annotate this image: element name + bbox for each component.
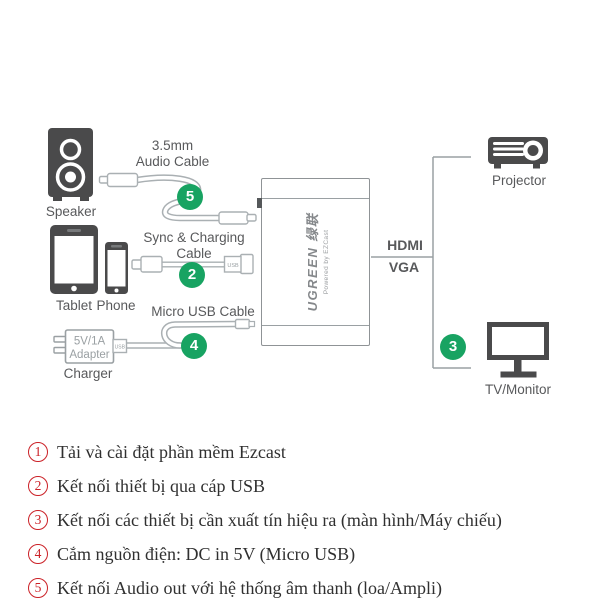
powered-by-text: Powered by EZCast [323, 229, 330, 295]
step-item-5: 5 Kết nối Audio out với hệ thống âm than… [28, 571, 592, 600]
step-text: Cắm nguồn điện: DC in 5V (Micro USB) [57, 543, 356, 564]
step-item-4: 4 Cắm nguồn điện: DC in 5V (Micro USB) [28, 537, 592, 571]
projector-label: Projector [491, 173, 547, 188]
projector-icon [488, 137, 548, 169]
badge-step-2-sync: 2 [179, 262, 205, 288]
audio-cable-label: 3.5mm Audio Cable [115, 138, 230, 170]
ugreen-logo-text: UGREEN 绿联 [305, 212, 320, 312]
sync-cable-label-line2: Cable [176, 246, 212, 261]
instruction-list: 1 Tải và cài đặt phần mềm Ezcast 2 Kết n… [28, 435, 592, 600]
ezcast-device-box [257, 178, 370, 346]
speaker-icon [48, 128, 93, 201]
phone-label: Phone [96, 298, 136, 313]
step-number-badge: 2 [28, 476, 48, 496]
output-bracket-lines [371, 156, 471, 369]
device-side-switch [257, 198, 262, 208]
adapter-label-line1: 5V/1A [74, 336, 106, 348]
step-number-badge: 1 [28, 442, 48, 462]
step-number-badge: 4 [28, 544, 48, 564]
step-text: Kết nối Audio out với hệ thống âm thanh … [57, 577, 442, 598]
charger-adapter-icon: 5V/1A Adapter USB [53, 329, 128, 364]
step-item-2: 2 Kết nối thiết bị qua cáp USB [28, 469, 592, 503]
step-number-badge: 3 [28, 510, 48, 530]
hdmi-label: HDMI [387, 237, 423, 253]
sync-cable-label: Sync & Charging Cable [133, 230, 255, 262]
audio-cable-label-line1: 3.5mm [151, 138, 194, 153]
audio-cable-label-line2: Audio Cable [135, 154, 210, 169]
vga-label: VGA [388, 259, 420, 275]
charger-label: Charger [63, 366, 113, 381]
step-number-badge: 5 [28, 578, 48, 598]
step-text: Kết nối các thiết bị cần xuất tín hiệu r… [57, 509, 502, 530]
device-top-band-line [262, 198, 369, 199]
adapter-label-line2: Adapter [69, 349, 109, 361]
tv-monitor-icon [487, 322, 549, 378]
device-bottom-band-line [262, 325, 369, 326]
sync-cable-label-line1: Sync & Charging [143, 230, 245, 245]
tablet-label: Tablet [55, 298, 93, 313]
sync-charging-cable-graphic: USB [131, 253, 254, 275]
micro-usb-cable-label: Micro USB Cable [151, 304, 255, 319]
adapter-usb-port-label: USB [115, 345, 126, 351]
step-text: Tải và cài đặt phần mềm Ezcast [57, 441, 286, 462]
badge-step-5-audio: 5 [177, 184, 203, 210]
tv-monitor-label: TV/Monitor [484, 382, 552, 397]
badge-step-3-display: 3 [440, 334, 466, 360]
phone-icon [105, 242, 128, 294]
device-branding: UGREEN 绿联 Powered by EZCast [302, 213, 330, 312]
speaker-label: Speaker [45, 204, 97, 219]
badge-step-4-micro-usb: 4 [181, 333, 207, 359]
step-item-1: 1 Tải và cài đặt phần mềm Ezcast [28, 435, 592, 469]
step-item-3: 3 Kết nối các thiết bị cần xuất tín hiệu… [28, 503, 592, 537]
step-text: Kết nối thiết bị qua cáp USB [57, 475, 265, 496]
tablet-icon [50, 225, 98, 294]
sync-cable-usb-plug-label: USB [227, 263, 239, 269]
